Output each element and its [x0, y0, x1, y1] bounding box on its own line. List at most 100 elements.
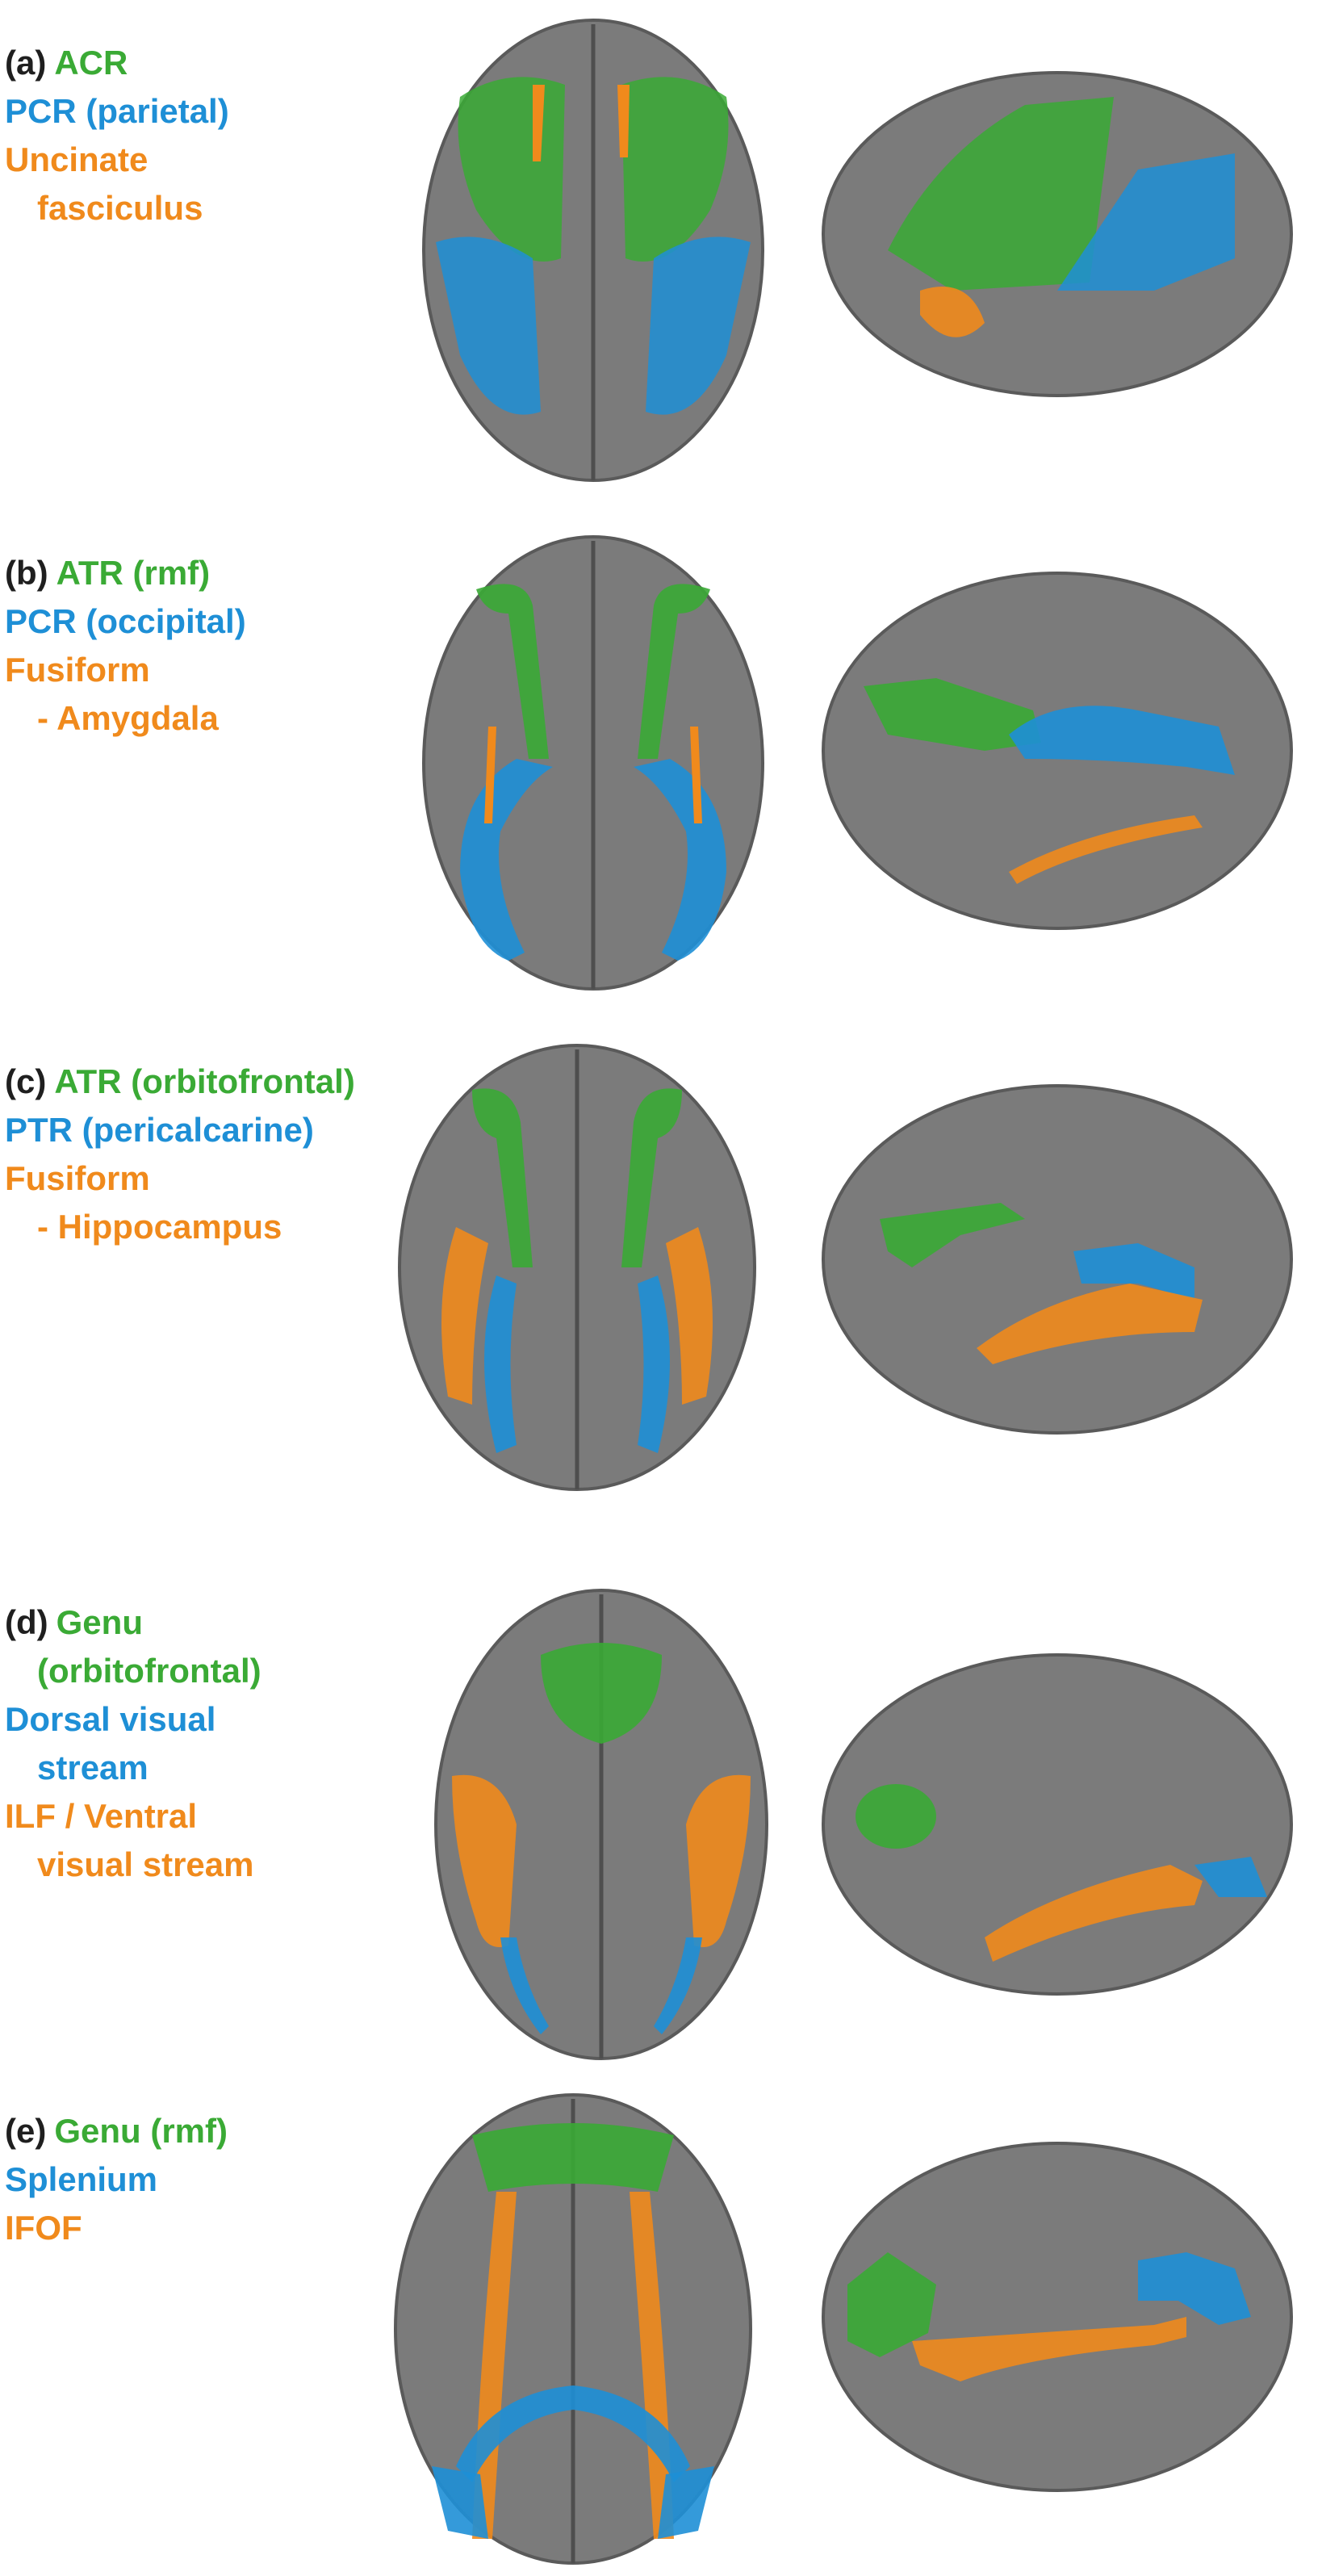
panel-label: (c): [5, 1062, 47, 1100]
ptr-sagittal-tract: [1073, 1243, 1194, 1300]
splenium-sagittal-tract: [1138, 2252, 1251, 2325]
atr-left-tract: [476, 584, 549, 759]
legend-text: Splenium: [5, 2160, 158, 2198]
pcr-sagittal-tract: [1057, 153, 1235, 291]
pcr-left-tract: [436, 237, 541, 415]
ilf-sagittal-tract: [985, 1865, 1203, 1962]
panel-a-legend: (a)ACR PCR (parietal) Uncinate fasciculus: [5, 39, 229, 232]
legend-line: PCR (occipital): [5, 597, 246, 646]
pcr-right-tract: [646, 237, 751, 415]
pcr-sagittal-tract: [1009, 706, 1235, 775]
pcr-right-tract: [634, 759, 726, 961]
atr-right-tract: [621, 1088, 682, 1267]
panel-c-axial-brain: [398, 1044, 756, 1491]
genu-tract: [541, 1643, 662, 1744]
uncinate-right-tract: [617, 85, 630, 157]
legend-line: (a)ACR: [5, 39, 229, 87]
legend-text: ATR (orbitofrontal): [54, 1062, 355, 1100]
panel-e-sagittal-brain: [822, 2142, 1293, 2492]
legend-text: - Amygdala: [37, 699, 219, 737]
legend-text: Fusiform: [5, 1159, 150, 1197]
legend-line: Dorsal visual: [5, 1695, 261, 1744]
legend-line: (d)Genu: [5, 1598, 261, 1647]
legend-line: IFOF: [5, 2204, 228, 2252]
splenium-left-radiation: [432, 2466, 488, 2539]
legend-text: ATR (rmf): [56, 554, 211, 592]
panel-d-legend: (d)Genu (orbitofrontal) Dorsal visual strea…: [5, 1598, 261, 1889]
panel-b-legend: (b)ATR (rmf) PCR (occipital) Fusiform - Amy…: [5, 549, 246, 743]
panel-a-sagittal-brain: [822, 71, 1293, 397]
legend-text: Genu (rmf): [54, 2112, 228, 2150]
ilf-left-tract: [452, 1774, 517, 1947]
atr-left-tract: [472, 1088, 533, 1267]
panel-label: (a): [5, 44, 47, 82]
legend-text: IFOF: [5, 2209, 82, 2247]
panel-a-axial-brain: [422, 19, 764, 482]
pcr-left-tract: [460, 759, 553, 961]
panel-b-sagittal-brain: [822, 572, 1293, 930]
panel-label: (d): [5, 1603, 48, 1641]
panel-d-axial-brain: [434, 1589, 768, 2060]
fusiform-sagittal-tract: [1009, 815, 1203, 884]
genu-sagittal-tract: [856, 1784, 936, 1849]
legend-text: PTR (pericalcarine): [5, 1111, 314, 1149]
legend-line: Splenium: [5, 2155, 228, 2204]
legend-text: ACR: [54, 44, 128, 82]
legend-text: stream: [37, 1749, 149, 1786]
ptr-right-tract: [638, 1275, 670, 1453]
splenium-right-radiation: [658, 2466, 714, 2539]
atr-right-tract: [638, 584, 710, 759]
legend-text: PCR (parietal): [5, 92, 229, 130]
uncinate-left-tract: [533, 85, 545, 161]
panel-c-legend: (c)ATR (orbitofrontal) PTR (pericalcarine…: [5, 1058, 355, 1251]
fusiform-right-tract: [690, 727, 702, 823]
legend-text: ILF / Ventral: [5, 1797, 198, 1835]
atr-sagittal-tract: [864, 678, 1041, 751]
legend-line: - Amygdala: [5, 694, 246, 743]
ifof-sagittal-tract: [912, 2317, 1186, 2381]
dorsal-right-tract: [654, 1937, 702, 2034]
legend-line: Fusiform: [5, 646, 246, 694]
fusiform-left-tract: [441, 1227, 488, 1405]
legend-text: - Hippocampus: [37, 1208, 282, 1246]
genu-tract: [472, 2123, 674, 2192]
brain-surface: [822, 2142, 1293, 2492]
fusiform-left-tract: [484, 727, 496, 823]
dorsal-sagittal-tract: [1194, 1857, 1267, 1897]
legend-text: Genu: [56, 1603, 143, 1641]
legend-line: stream: [5, 1744, 261, 1792]
legend-line: ILF / Ventral: [5, 1792, 261, 1841]
legend-text: PCR (occipital): [5, 602, 246, 640]
legend-text: fasciculus: [37, 189, 203, 227]
legend-line: - Hippocampus: [5, 1203, 355, 1251]
acr-sagittal-tract: [888, 97, 1114, 291]
legend-line: PCR (parietal): [5, 87, 229, 136]
legend-line: (orbitofrontal): [5, 1647, 261, 1695]
brain-surface: [822, 1084, 1293, 1435]
legend-text: Dorsal visual: [5, 1700, 216, 1738]
panel-label: (e): [5, 2112, 47, 2150]
legend-line: (e)Genu (rmf): [5, 2107, 228, 2155]
legend-text: visual stream: [37, 1845, 254, 1883]
dorsal-left-tract: [500, 1937, 549, 2034]
legend-line: (b)ATR (rmf): [5, 549, 246, 597]
uncinate-sagittal-tract: [920, 287, 985, 337]
legend-text: Uncinate: [5, 140, 149, 178]
panel-e-axial-brain: [394, 2093, 752, 2565]
panel-b-axial-brain: [422, 535, 764, 991]
legend-text: Fusiform: [5, 651, 150, 689]
brain-surface: [822, 1653, 1293, 1996]
panel-c-sagittal-brain: [822, 1084, 1293, 1435]
panel-label: (b): [5, 554, 48, 592]
splenium-tract: [456, 2385, 690, 2482]
panel-d: (d)Genu (orbitofrontal) Dorsal visual strea…: [0, 1582, 1322, 2067]
legend-line: Uncinate: [5, 136, 229, 184]
legend-text: (orbitofrontal): [37, 1652, 261, 1690]
ptr-left-tract: [484, 1275, 517, 1453]
legend-line: visual stream: [5, 1841, 261, 1889]
panel-b: (b)ATR (rmf) PCR (occipital) Fusiform - Amy…: [0, 517, 1322, 1001]
fusiform-sagittal-tract: [977, 1284, 1203, 1364]
ilf-right-tract: [686, 1774, 751, 1947]
